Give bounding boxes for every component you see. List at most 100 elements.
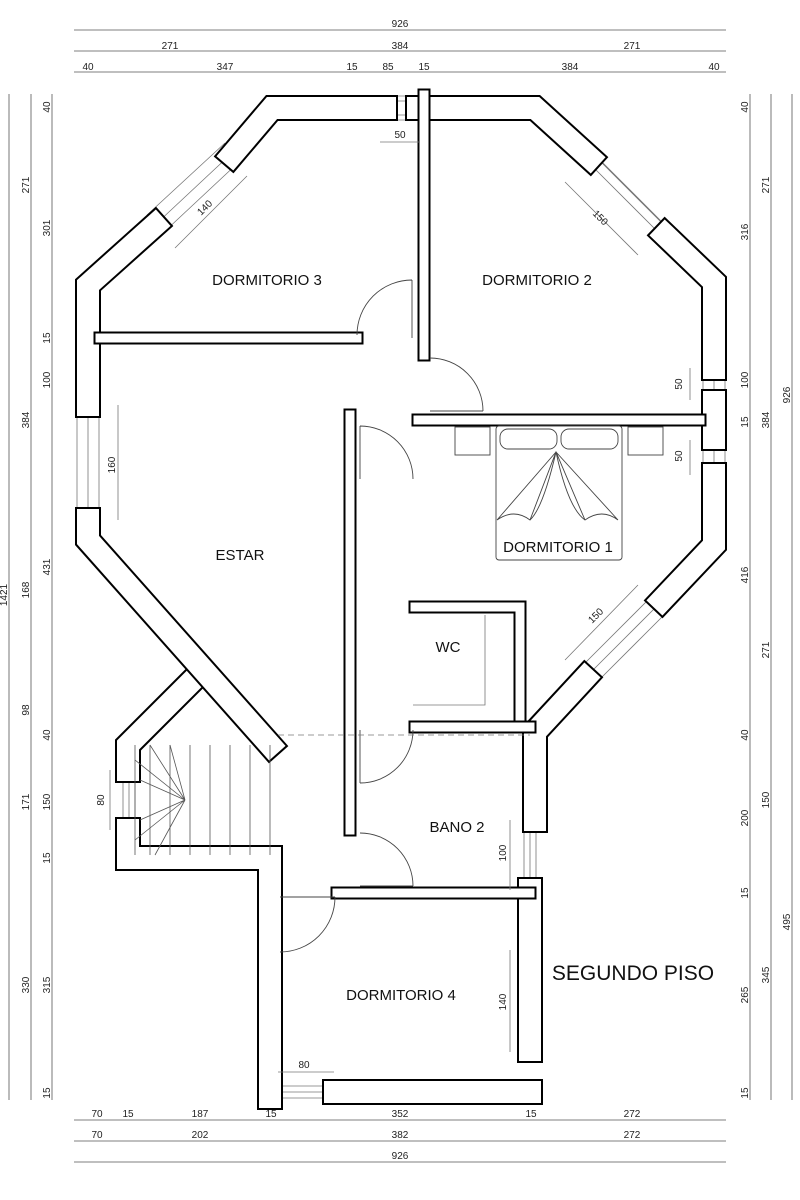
wall-segment [77, 509, 286, 761]
dim-top-mid: 384 [392, 41, 409, 52]
dim-top-mid: 271 [624, 41, 641, 52]
dim-inner: 140 [498, 993, 509, 1010]
dim-left-mid: 271 [21, 176, 32, 193]
dim-inner: 100 [498, 844, 509, 861]
dim-inner: 50 [674, 450, 685, 462]
dim-left-detail: 40 [42, 101, 53, 113]
dim-left-detail: 40 [42, 729, 53, 741]
dim-left-mid: 330 [21, 976, 32, 993]
dim-right-detail: 40 [740, 729, 751, 741]
dim-bottom-mid: 382 [392, 1130, 409, 1141]
dim-bottom-detail: 15 [525, 1109, 537, 1120]
dim-top-mid: 271 [162, 41, 179, 52]
dim-bottom-mid: 272 [624, 1130, 641, 1141]
dim-right-detail: 265 [740, 986, 751, 1003]
dim-inner: 80 [96, 794, 107, 806]
dim-bottom-mid: 202 [192, 1130, 209, 1141]
wall-segment [410, 602, 525, 725]
bed [454, 425, 664, 561]
room-label-dormitorio-2: DORMITORIO 2 [482, 272, 592, 289]
wall-segment [524, 662, 601, 831]
door-dorm4 [279, 896, 336, 953]
dim-top-detail: 384 [562, 62, 579, 73]
dim-right-total: 495 [782, 913, 793, 930]
dim-bottom-mid: 70 [91, 1130, 103, 1141]
dim-bottom-detail: 70 [91, 1109, 103, 1120]
room-label-wc: WC [436, 639, 461, 656]
dim-right-total: 926 [782, 386, 793, 403]
dim-right-detail: 15 [740, 1087, 751, 1099]
dim-top-detail: 40 [82, 62, 94, 73]
windows [76, 95, 726, 1099]
dim-right-mid: 271 [761, 641, 772, 658]
wall-segment [77, 209, 171, 416]
dim-left-mid: 168 [21, 581, 32, 598]
dim-right-mid: 271 [761, 176, 772, 193]
wall-segment [407, 97, 606, 174]
dim-right-detail: 15 [740, 416, 751, 428]
wc-fixture-outline [413, 615, 486, 706]
dim-right-mid: 150 [761, 791, 772, 808]
dim-right-detail: 200 [740, 809, 751, 826]
dim-top-detail: 15 [346, 62, 358, 73]
pillow [560, 428, 619, 450]
dim-bottom-detail: 15 [265, 1109, 277, 1120]
dim-inner: 150 [586, 606, 606, 626]
floor-title: SEGUNDO PISO [552, 962, 714, 985]
dim-inner: 50 [674, 378, 685, 390]
nightstand-right [627, 426, 664, 456]
dim-right-detail: 40 [740, 101, 751, 113]
dim-inner: 150 [590, 208, 610, 228]
wall-segment [117, 664, 209, 781]
dimension-lines [8, 29, 793, 1163]
dim-top-detail: 85 [382, 62, 394, 73]
door-dorm2 [429, 357, 484, 412]
dim-left-mid: 384 [21, 411, 32, 428]
inner-dimension-lines [109, 141, 691, 1073]
dim-left-detail: 431 [42, 558, 53, 575]
dim-left-detail: 15 [42, 1087, 53, 1099]
dim-bottom-detail: 187 [192, 1109, 209, 1120]
room-label-estar: ESTAR [216, 547, 265, 564]
dim-inner: 140 [195, 198, 215, 218]
nightstand-left [454, 426, 491, 456]
wall-segment [115, 817, 283, 1110]
dim-top-detail: 15 [418, 62, 430, 73]
dim-right-detail: 416 [740, 566, 751, 583]
staircase [134, 744, 271, 856]
dim-right-mid: 345 [761, 966, 772, 983]
dim-left-detail: 100 [42, 371, 53, 388]
dim-left-mid: 171 [21, 793, 32, 810]
door-bano2 [359, 832, 414, 887]
wall-segment [646, 464, 725, 616]
dim-left-detail: 301 [42, 219, 53, 236]
dim-top-detail: 347 [217, 62, 234, 73]
wall-segment [117, 819, 281, 1108]
dim-bottom-total: 926 [392, 1151, 409, 1162]
dim-left-detail: 315 [42, 976, 53, 993]
door-dorm1 [359, 425, 414, 480]
room-label-dormitorio-4: DORMITORIO 4 [346, 987, 456, 1004]
dim-right-detail: 316 [740, 223, 751, 240]
dim-left-detail: 150 [42, 793, 53, 810]
room-label-dormitorio-3: DORMITORIO 3 [212, 272, 322, 289]
dim-left-detail: 15 [42, 852, 53, 864]
dim-inner: 80 [298, 1060, 310, 1071]
dim-top-detail: 40 [708, 62, 720, 73]
dim-right-mid: 384 [761, 411, 772, 428]
dim-left-mid: 98 [21, 704, 32, 716]
wall-segment [216, 97, 396, 171]
dim-bottom-detail: 352 [392, 1109, 409, 1120]
walls [75, 88, 727, 1110]
dim-bottom-detail: 15 [122, 1109, 134, 1120]
room-label-dormitorio-1: DORMITORIO 1 [503, 539, 613, 556]
door-wc [359, 729, 414, 784]
dim-inner: 50 [394, 130, 406, 141]
dim-top-total: 926 [392, 19, 409, 30]
dim-bottom-detail: 272 [624, 1109, 641, 1120]
dim-right-detail: 100 [740, 371, 751, 388]
door-dorm3 [356, 279, 413, 338]
wall-segment [408, 600, 527, 727]
dim-left-total: 1421 [0, 583, 10, 606]
wall-segment [649, 219, 725, 379]
